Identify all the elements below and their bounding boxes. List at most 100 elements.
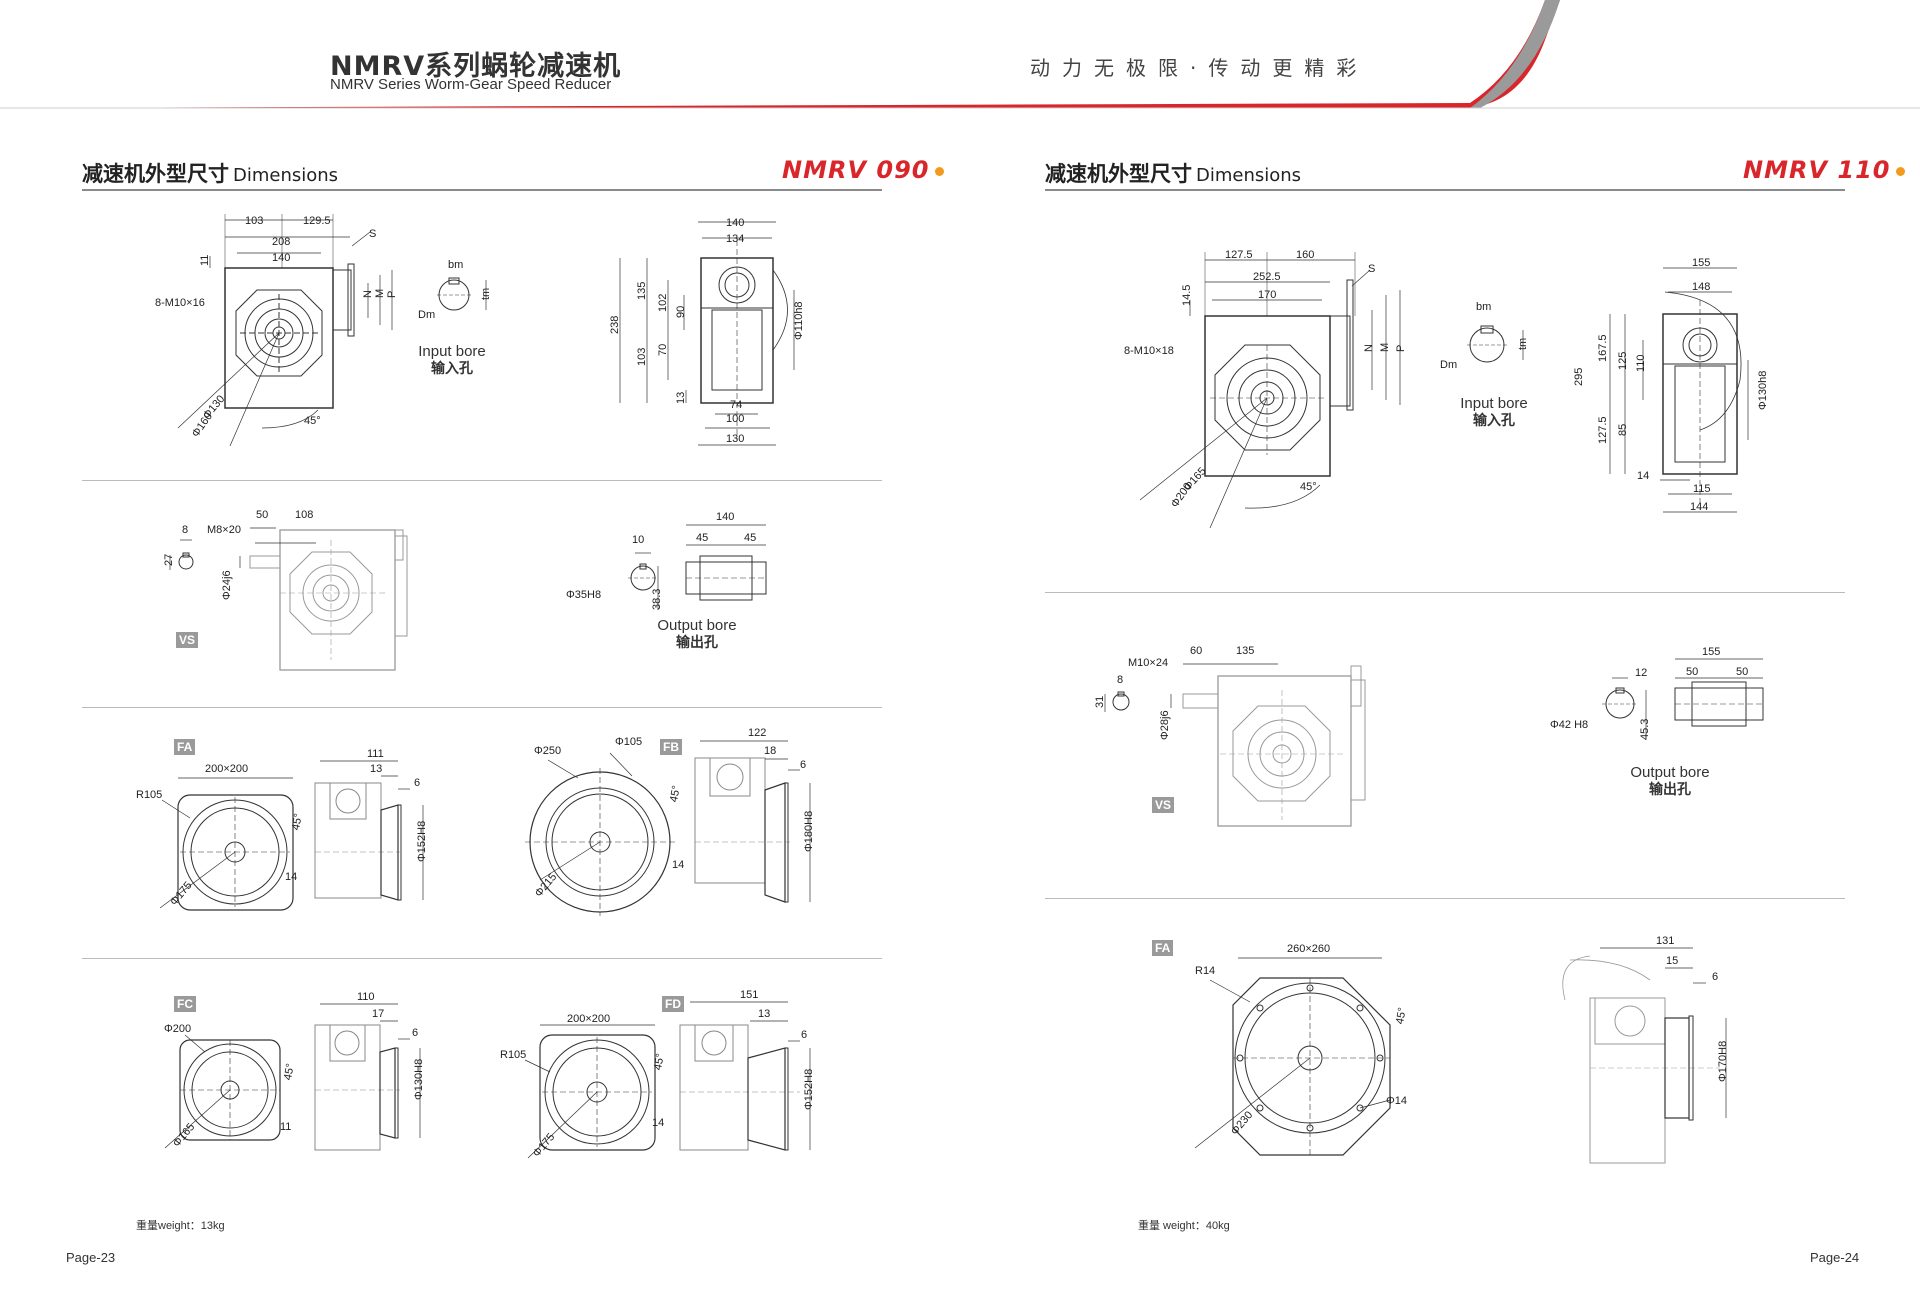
dim-bolt: 8-M10×18 xyxy=(1124,345,1174,357)
left-output-bore-zh: 输出孔 xyxy=(676,634,718,650)
right-input-bore-en: Input bore xyxy=(1460,395,1528,412)
dim: Φ152H8 xyxy=(803,1069,815,1110)
left-drawings: 103 129.5 208 140 11 S 8-M10×16 Φ130 Φ16… xyxy=(136,214,815,1160)
right-input-bore-zh: 输入孔 xyxy=(1473,412,1515,428)
dim: 148 xyxy=(1692,281,1710,293)
right-output-bore xyxy=(1602,658,1764,740)
dim: 122 xyxy=(748,727,766,739)
dim: 155 xyxy=(1702,646,1720,658)
dim: Φ24j6 xyxy=(221,570,233,600)
dim: 100 xyxy=(726,413,744,425)
left-model-label: NMRV 090 xyxy=(782,156,930,184)
right-separator-1 xyxy=(1045,592,1845,593)
dim: 45° xyxy=(1300,481,1317,493)
dim: 135 xyxy=(1236,645,1254,657)
dim: 6 xyxy=(412,1027,418,1039)
dim: 45° xyxy=(652,1053,667,1071)
left-fc-flange xyxy=(164,1034,281,1149)
dim: 103 xyxy=(636,348,648,366)
dim: 208 xyxy=(272,236,290,248)
dim: Dm xyxy=(418,309,435,321)
dim: 90 xyxy=(675,306,687,318)
left-fb-side xyxy=(694,757,790,884)
dim: 12 xyxy=(1635,667,1647,679)
left-title-rule xyxy=(82,189,882,191)
dim: 140 xyxy=(716,511,734,523)
dim: 140 xyxy=(726,217,744,229)
dim: 111 xyxy=(367,748,384,760)
dim: 167.5 xyxy=(1597,334,1609,362)
left-fb-flange xyxy=(525,752,675,916)
dim: M xyxy=(374,289,386,298)
dim: 15 xyxy=(1666,955,1678,967)
left-fa-flange xyxy=(159,777,294,911)
left-input-bore xyxy=(437,277,487,311)
dim: 38.3 xyxy=(651,589,663,610)
dim: 252.5 xyxy=(1253,271,1281,283)
right-output-bore-en: Output bore xyxy=(1630,764,1710,781)
left-section-zh: 减速机外型尺寸 xyxy=(82,162,229,186)
dim: 10 xyxy=(632,534,644,546)
dim: 170 xyxy=(1258,289,1276,301)
dim: 144 xyxy=(1690,501,1708,513)
dim: S xyxy=(369,228,376,240)
right-weight: 重量 weight：40kg xyxy=(1138,1220,1230,1232)
dim: 11 xyxy=(199,255,211,266)
right-front-view xyxy=(1139,252,1401,529)
right-input-bore-label: Input bore 输入孔 xyxy=(1452,395,1536,429)
right-side-view xyxy=(1609,267,1749,513)
dim: 127.5 xyxy=(1597,416,1609,444)
dim: 11 xyxy=(280,1121,291,1133)
dim: 50 xyxy=(1686,666,1698,678)
left-fd-side xyxy=(679,1024,800,1151)
dim: 45° xyxy=(668,785,683,803)
left-tag-fc: FC xyxy=(174,996,196,1012)
dim: 110 xyxy=(357,991,375,1003)
dim: 45° xyxy=(282,1063,297,1081)
dim: tm xyxy=(480,288,492,300)
dim: 45° xyxy=(290,813,305,831)
dim: 14 xyxy=(652,1117,664,1129)
dim: M xyxy=(1379,343,1391,352)
dim: 31 xyxy=(1094,696,1106,708)
dim: Φ200 xyxy=(164,1023,191,1035)
dim: Φ180H8 xyxy=(803,811,815,852)
dim: Φ200 xyxy=(1169,481,1194,510)
left-tag-fd: FD xyxy=(662,996,684,1012)
grey-swoosh xyxy=(1470,0,1560,108)
slogan: 动力无极限·传动更精彩 xyxy=(1030,56,1369,80)
right-model-label: NMRV 110 xyxy=(1743,156,1891,184)
dim: 134 xyxy=(726,233,744,245)
dim: Φ152H8 xyxy=(416,821,428,862)
dim: 14 xyxy=(1637,470,1649,482)
dim: Φ170H8 xyxy=(1717,1041,1729,1082)
dim: 102 xyxy=(657,294,669,312)
right-tag-vs: VS xyxy=(1152,797,1175,813)
right-tag-fa: FA xyxy=(1152,940,1174,956)
left-vs-view xyxy=(249,529,408,671)
right-title-rule xyxy=(1045,189,1845,191)
left-input-bore-label: Input bore 输入孔 xyxy=(412,344,492,377)
bullet-icon xyxy=(1896,166,1906,176)
dim: 103 xyxy=(245,215,263,227)
right-section-zh: 减速机外型尺寸 xyxy=(1045,162,1192,186)
dim: 8 xyxy=(1117,674,1123,686)
left-separator-3 xyxy=(82,958,882,959)
dim: R105 xyxy=(500,1049,526,1061)
dim: S xyxy=(1368,263,1375,275)
dim: Φ14 xyxy=(1386,1095,1407,1107)
dim: 45° xyxy=(1394,1007,1409,1025)
dim: 13 xyxy=(370,763,382,775)
dim: 14.5 xyxy=(1181,285,1193,306)
dim: bm xyxy=(1476,301,1491,313)
dim: 13 xyxy=(675,392,687,404)
dim: 151 xyxy=(740,989,758,1001)
dim: Φ130H8 xyxy=(413,1059,425,1100)
dim: 85 xyxy=(1617,424,1629,436)
right-fa-flange xyxy=(1194,957,1391,1156)
dim: 108 xyxy=(295,509,313,521)
dim: 6 xyxy=(801,1029,807,1041)
dim: 238 xyxy=(609,316,621,334)
